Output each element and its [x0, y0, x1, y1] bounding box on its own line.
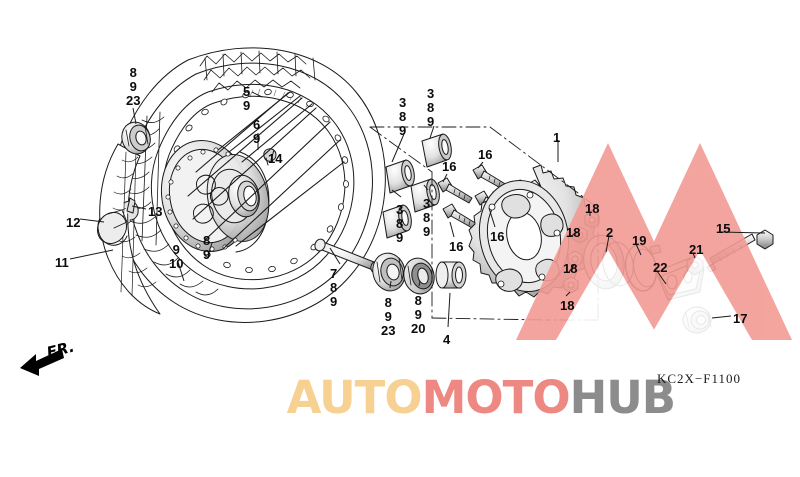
callout-19: 19	[632, 233, 647, 248]
bearing-upper-left	[121, 121, 151, 155]
callout-2: 2	[606, 225, 614, 240]
callout-3-8-9: 3 8 9	[423, 196, 431, 239]
callout-5-9: 5 9	[243, 84, 251, 113]
part-code: KC2X−F1100	[657, 371, 742, 386]
callout-6-9: 6 9	[253, 117, 261, 146]
callout-18: 18	[560, 298, 575, 313]
callout-12: 12	[66, 215, 81, 230]
callout-16: 16	[442, 159, 457, 174]
callout-11: 11	[55, 255, 69, 270]
callout-18: 18	[585, 201, 600, 216]
callout-9-10: 9 10	[169, 242, 184, 271]
callout-16: 16	[449, 239, 464, 254]
inner-tube	[96, 143, 161, 315]
damper-rubbers	[382, 133, 452, 239]
callout-17: 17	[733, 311, 748, 326]
callout-8-9-20: 8 9 20	[411, 293, 426, 336]
callout-7-8-9: 7 8 9	[330, 266, 338, 309]
callout-14: 14	[268, 151, 283, 166]
callout-3-8-9: 3 8 9	[427, 86, 435, 129]
callout-3-8-9: 3 8 9	[396, 202, 404, 245]
wheel-hub	[160, 139, 277, 253]
sprocket-bolts	[437, 164, 510, 230]
callout-16: 16	[490, 229, 505, 244]
parts-diagram-canvas: AUTOMOTOHUB	[20, 47, 792, 424]
callout-22: 22	[653, 260, 668, 275]
callout-21: 21	[689, 242, 704, 257]
oil-seal-20	[403, 257, 435, 295]
callout-18: 18	[563, 261, 578, 276]
leader-lines	[69, 91, 766, 328]
callout-18: 18	[566, 225, 581, 240]
callout-3-8-9: 3 8 9	[399, 95, 407, 138]
callout-4: 4	[443, 332, 451, 347]
callout-8-9: 8 9	[203, 233, 211, 262]
callout-16: 16	[478, 147, 493, 162]
wheel-spokes	[187, 91, 345, 249]
callout-8-9-23: 8 9 23	[381, 295, 396, 338]
side-collar-4	[435, 261, 467, 289]
bearing-middle	[372, 252, 406, 292]
callout-13: 13	[148, 204, 163, 219]
callout-15: 15	[716, 221, 731, 236]
front-direction-arrow-icon	[20, 349, 64, 376]
callout-8-9-23: 8 9 23	[126, 65, 141, 108]
callout-1: 1	[553, 130, 561, 145]
